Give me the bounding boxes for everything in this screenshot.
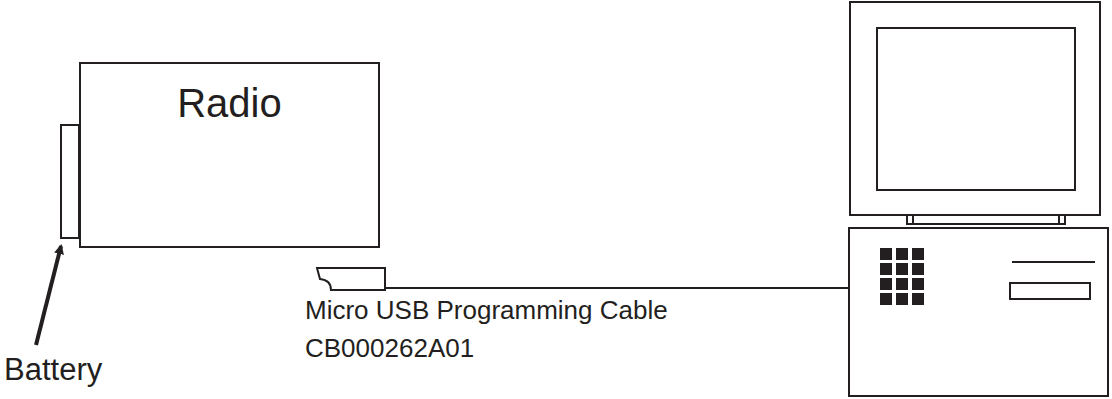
battery-pointer [36,246,61,345]
monitor-screen [877,28,1075,190]
usb-plug [317,268,385,290]
device-name: Radio [81,80,378,126]
drive-line [1012,261,1095,263]
computer-base [849,228,1108,396]
monitor-stand [1058,215,1060,224]
cable-wire [385,287,849,289]
part-number: CB000262A01 [305,334,474,364]
monitor-stand [907,215,1065,224]
monitor [850,2,1100,215]
part-label: Battery [4,352,102,388]
cable-name: Micro USB Programming Cable [305,296,668,326]
keypad [880,248,924,305]
radio-box: Radio [79,62,380,248]
battery-pack [61,125,79,238]
monitor-stand [912,215,914,224]
drive-slot [1010,283,1090,299]
